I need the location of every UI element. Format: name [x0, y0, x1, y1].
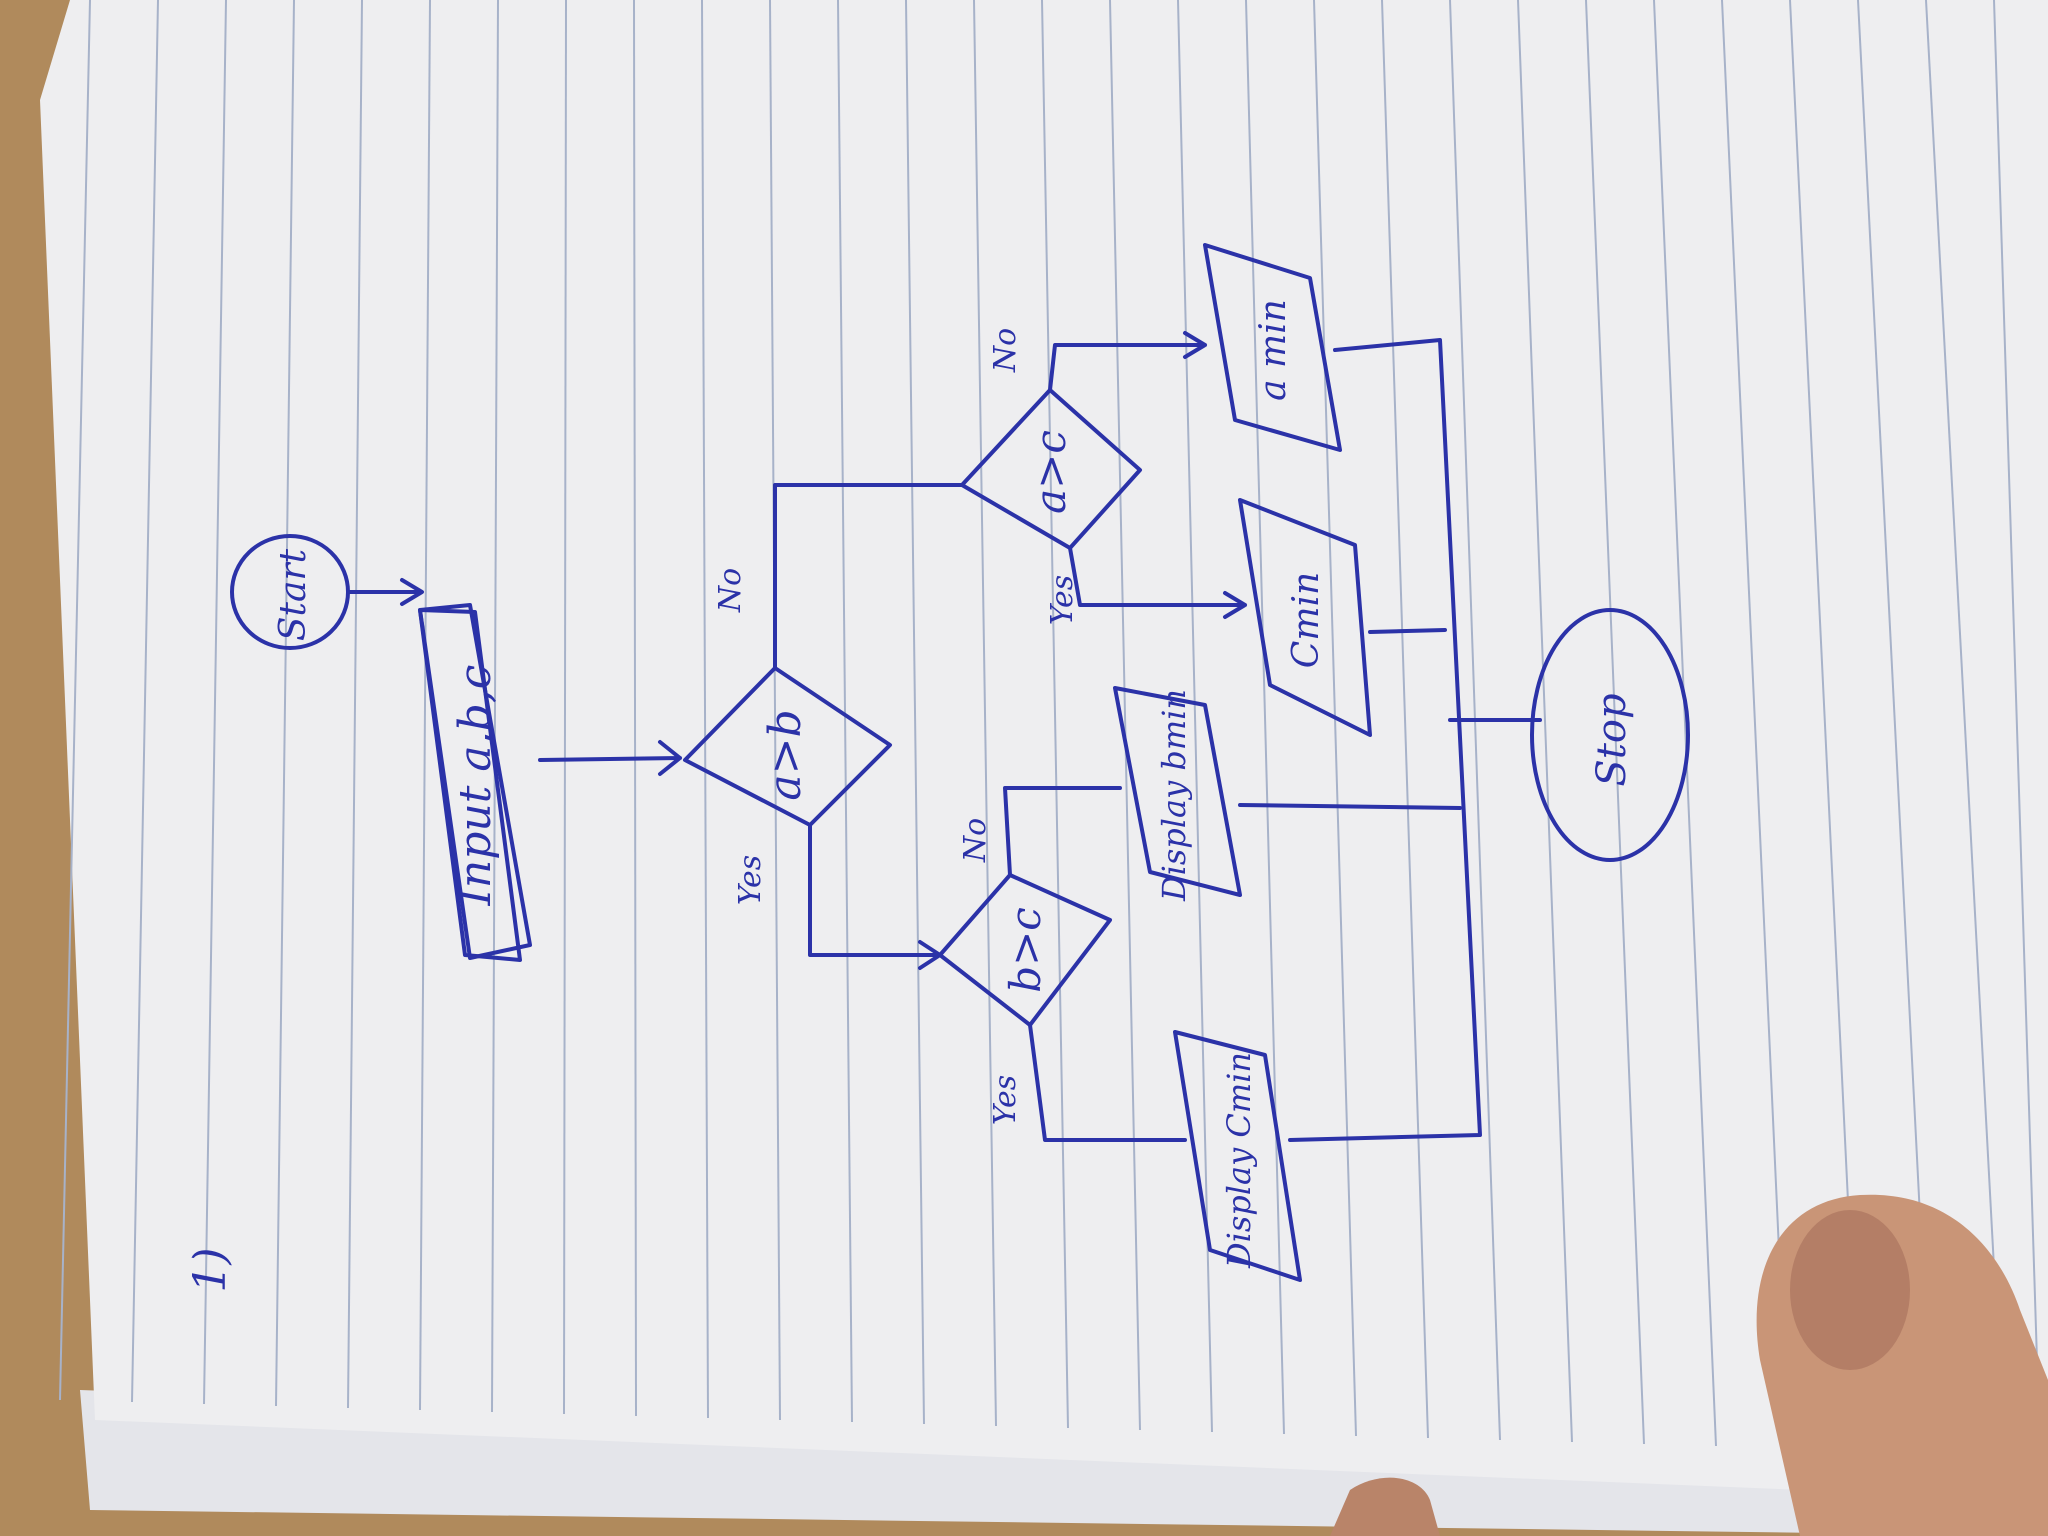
ruled-line	[491, 0, 499, 1413]
ruled-line	[203, 0, 227, 1405]
edge-ab-yes-label: Yes	[733, 855, 768, 905]
edge-bc-yes-label: Yes	[988, 1075, 1023, 1125]
input-box-frame	[418, 603, 532, 960]
ruled-line	[131, 0, 159, 1403]
start-label: Start	[273, 548, 314, 641]
input-label: Input a,b,c	[450, 665, 501, 907]
arrow-start-to-input	[348, 578, 424, 606]
collector-line	[1288, 338, 1482, 1142]
ruled-line	[973, 0, 997, 1427]
line-ab-no	[773, 483, 964, 670]
decision-bc	[938, 873, 1112, 1027]
ruled-line	[1245, 0, 1285, 1435]
display-cmin-label: Display Cmin	[1220, 1052, 1258, 1269]
ruled-line	[769, 0, 781, 1421]
ruled-line	[275, 0, 295, 1407]
ruled-line	[633, 0, 637, 1417]
display-bmin-label: Display bmin	[1155, 689, 1193, 902]
arrow-ac-no-to-amin	[1048, 331, 1207, 392]
ruled-line	[1585, 0, 1645, 1445]
page-number-label: 1)	[185, 1247, 236, 1292]
ruled-line	[347, 0, 363, 1409]
line-cmin-to-collector	[1368, 628, 1447, 634]
decision-ac-label: a>c	[1026, 430, 1075, 514]
ruled-line	[419, 0, 431, 1411]
fingernail	[1790, 1210, 1910, 1370]
notebook-page	[40, 0, 2048, 1500]
cmin-box	[1238, 498, 1372, 737]
ruled-line	[1041, 0, 1069, 1429]
ruled-line	[1109, 0, 1141, 1431]
decision-bc-label: b>c	[1001, 907, 1050, 993]
decision-ab	[683, 666, 892, 827]
ruled-line	[1993, 0, 2041, 1457]
arrow-bc-no-to-display-bmin	[1003, 786, 1122, 877]
decision-ac	[960, 388, 1142, 550]
amin-box	[1203, 243, 1342, 452]
finger	[1330, 1194, 2048, 1536]
arrow-bc-yes-to-display-cmin	[1028, 1023, 1187, 1142]
cmin-label: Cmin	[1286, 572, 1327, 668]
edge-bc-no-label: No	[958, 818, 993, 863]
arrow-ac-yes-to-cmin	[1068, 546, 1247, 619]
ruled-line	[1721, 0, 1789, 1449]
ruled-line	[1653, 0, 1717, 1447]
display-bmin-box	[1113, 686, 1242, 897]
ruled-line	[1517, 0, 1573, 1443]
input-box	[418, 608, 522, 962]
flowchart	[230, 243, 1690, 1282]
line-bmin-to-collector	[1238, 803, 1462, 810]
ruled-line	[1177, 0, 1213, 1433]
display-cmin-box	[1173, 1030, 1302, 1282]
amin-label: a min	[1253, 299, 1294, 401]
edge-ab-no-label: No	[713, 568, 748, 613]
edge-ac-yes-label: Yes	[1045, 575, 1080, 625]
ruled-line	[701, 0, 709, 1419]
arrow-input-to-ab	[538, 740, 682, 776]
finger-bottom	[1330, 1477, 1440, 1536]
ruled-line	[59, 0, 91, 1401]
ruled-line	[563, 0, 567, 1415]
ruled-line	[1925, 0, 2005, 1455]
ruled-line	[1381, 0, 1429, 1439]
ruled-line	[837, 0, 853, 1423]
decision-ab-label: a>b	[760, 709, 811, 800]
ruled-line	[905, 0, 925, 1425]
edge-ac-no-label: No	[988, 328, 1023, 373]
stop-terminal	[1530, 608, 1690, 862]
stop-label: Stop	[1589, 693, 1635, 786]
